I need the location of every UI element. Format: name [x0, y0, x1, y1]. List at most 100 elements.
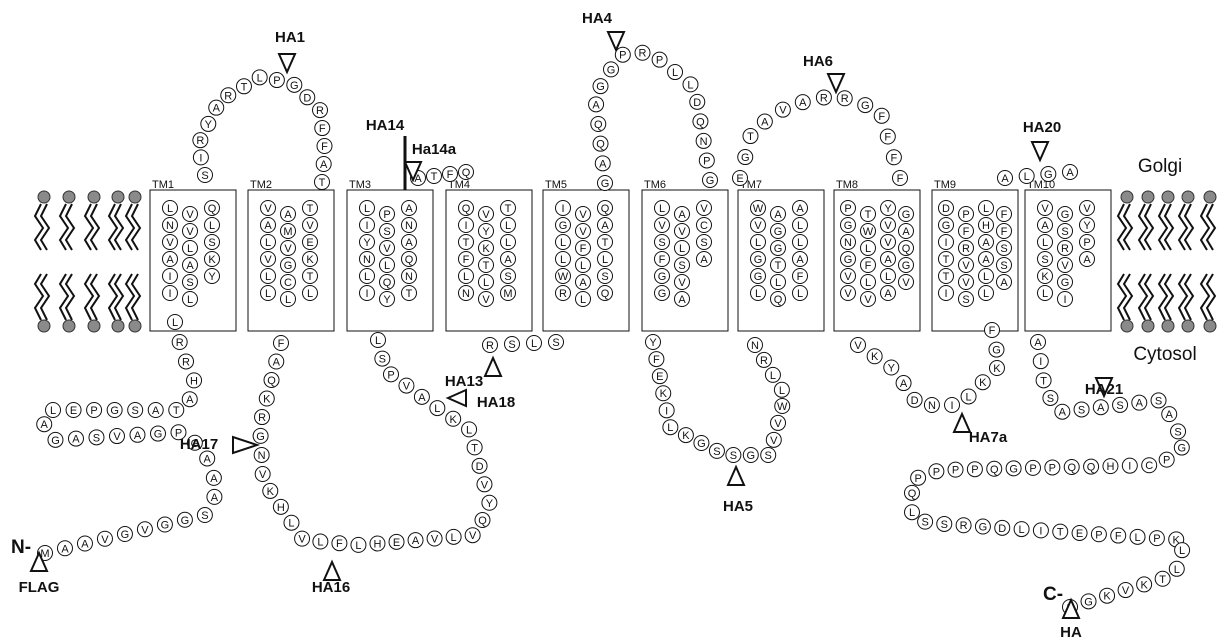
residue-letter: L: [983, 288, 989, 300]
residue-letter: Y: [482, 226, 490, 238]
residue-letter: G: [154, 429, 163, 441]
residue: K: [259, 391, 274, 406]
residue: L: [479, 275, 494, 290]
loop-l6: YFEKILKGSSGSVVWLLRN: [646, 335, 790, 463]
residue-letter: G: [741, 152, 750, 164]
residue: L: [163, 201, 178, 216]
residue-letter: G: [256, 431, 265, 443]
residue: R: [1058, 241, 1073, 256]
residue: L: [360, 269, 375, 284]
tag-ha1: HA1: [275, 29, 305, 72]
residue: I: [1058, 292, 1073, 307]
residue: L: [446, 529, 461, 544]
residue-letter: I: [365, 288, 368, 300]
residue-letter: Y: [486, 498, 494, 510]
residue-letter: K: [267, 486, 275, 498]
loop-l5: GAQQAGGPRPLLDQNPG: [589, 45, 718, 190]
residue: L: [793, 235, 808, 250]
residue: T: [861, 207, 876, 222]
residue-letter: I: [944, 288, 947, 300]
residue-letter: K: [1140, 579, 1148, 591]
residue: A: [757, 114, 772, 129]
residue: L: [360, 201, 375, 216]
residue-letter: T: [1159, 574, 1166, 586]
residue-letter: L: [265, 271, 271, 283]
residue: H: [187, 373, 202, 388]
residue: V: [427, 531, 442, 546]
residue: Y: [884, 360, 899, 375]
residue: T: [479, 258, 494, 273]
residue: L: [774, 382, 789, 397]
residue: E: [66, 403, 81, 418]
residue-letter: I: [1128, 461, 1131, 473]
residue-letter: L: [451, 532, 457, 544]
residue: P: [87, 403, 102, 418]
residue: V: [399, 378, 414, 393]
residue: V: [163, 235, 178, 250]
residue: S: [1151, 393, 1166, 408]
residue-letter: P: [619, 50, 626, 62]
residue: N: [924, 398, 939, 413]
residue: S: [709, 443, 724, 458]
residue: L: [861, 241, 876, 256]
residue: A: [316, 156, 331, 171]
residue: P: [911, 470, 926, 485]
residue: R: [483, 338, 498, 353]
residue: G: [253, 428, 268, 443]
residue: G: [841, 218, 856, 233]
tag-ha21: HA21: [1085, 378, 1123, 398]
residue: S: [1113, 397, 1128, 412]
residue-letter: V: [962, 277, 970, 289]
residue-letter: G: [1061, 209, 1070, 221]
residue-letter: S: [1047, 393, 1054, 405]
residue: G: [771, 224, 786, 239]
residue-letter: T: [431, 171, 438, 183]
residue-letter: A: [761, 117, 769, 129]
helix-tm5: TM5IGLLWRVVFLALQATLSQ: [543, 179, 629, 331]
residue-letter: A: [405, 237, 413, 249]
residue-letter: V: [678, 277, 686, 289]
residue-letter: Q: [1067, 462, 1076, 474]
residue-letter: G: [290, 80, 299, 92]
residue-letter: D: [998, 523, 1006, 535]
residue-letter: N: [166, 220, 174, 232]
residue: L: [380, 258, 395, 273]
residue-letter: L: [265, 237, 271, 249]
residue: A: [148, 403, 163, 418]
residue-letter: A: [884, 254, 892, 266]
residue-letter: Q: [601, 288, 610, 300]
residue: V: [479, 207, 494, 222]
residue: G: [1174, 440, 1189, 455]
residue-letter: L: [1019, 524, 1025, 536]
residue: T: [939, 252, 954, 267]
residue: Q: [905, 485, 920, 500]
residue-letter: A: [700, 254, 708, 266]
residue: V: [380, 241, 395, 256]
residue-letter: V: [770, 435, 778, 447]
residue-letter: P: [914, 473, 921, 485]
residue: T: [427, 169, 442, 184]
residue-letter: G: [697, 438, 706, 450]
lipid-molecule: [35, 191, 50, 332]
residue-letter: G: [658, 288, 667, 300]
residue-letter: T: [602, 237, 609, 249]
helix-label: TM1: [152, 179, 174, 191]
residue-letter: S: [1174, 426, 1181, 438]
tag-label: HA13: [445, 373, 483, 390]
residue: A: [37, 417, 52, 432]
residue-letter: G: [902, 209, 911, 221]
residue: G: [177, 512, 192, 527]
residue: A: [997, 275, 1012, 290]
residue: K: [975, 375, 990, 390]
residue: L: [1130, 529, 1145, 544]
residue: D: [939, 201, 954, 216]
residue: P: [967, 462, 982, 477]
residue: T: [939, 269, 954, 284]
residue: V: [479, 292, 494, 307]
residue: T: [501, 201, 516, 216]
residue-letter: V: [383, 243, 391, 255]
residue: F: [997, 224, 1012, 239]
tag-label: HA: [1060, 624, 1082, 641]
residue: V: [255, 467, 270, 482]
